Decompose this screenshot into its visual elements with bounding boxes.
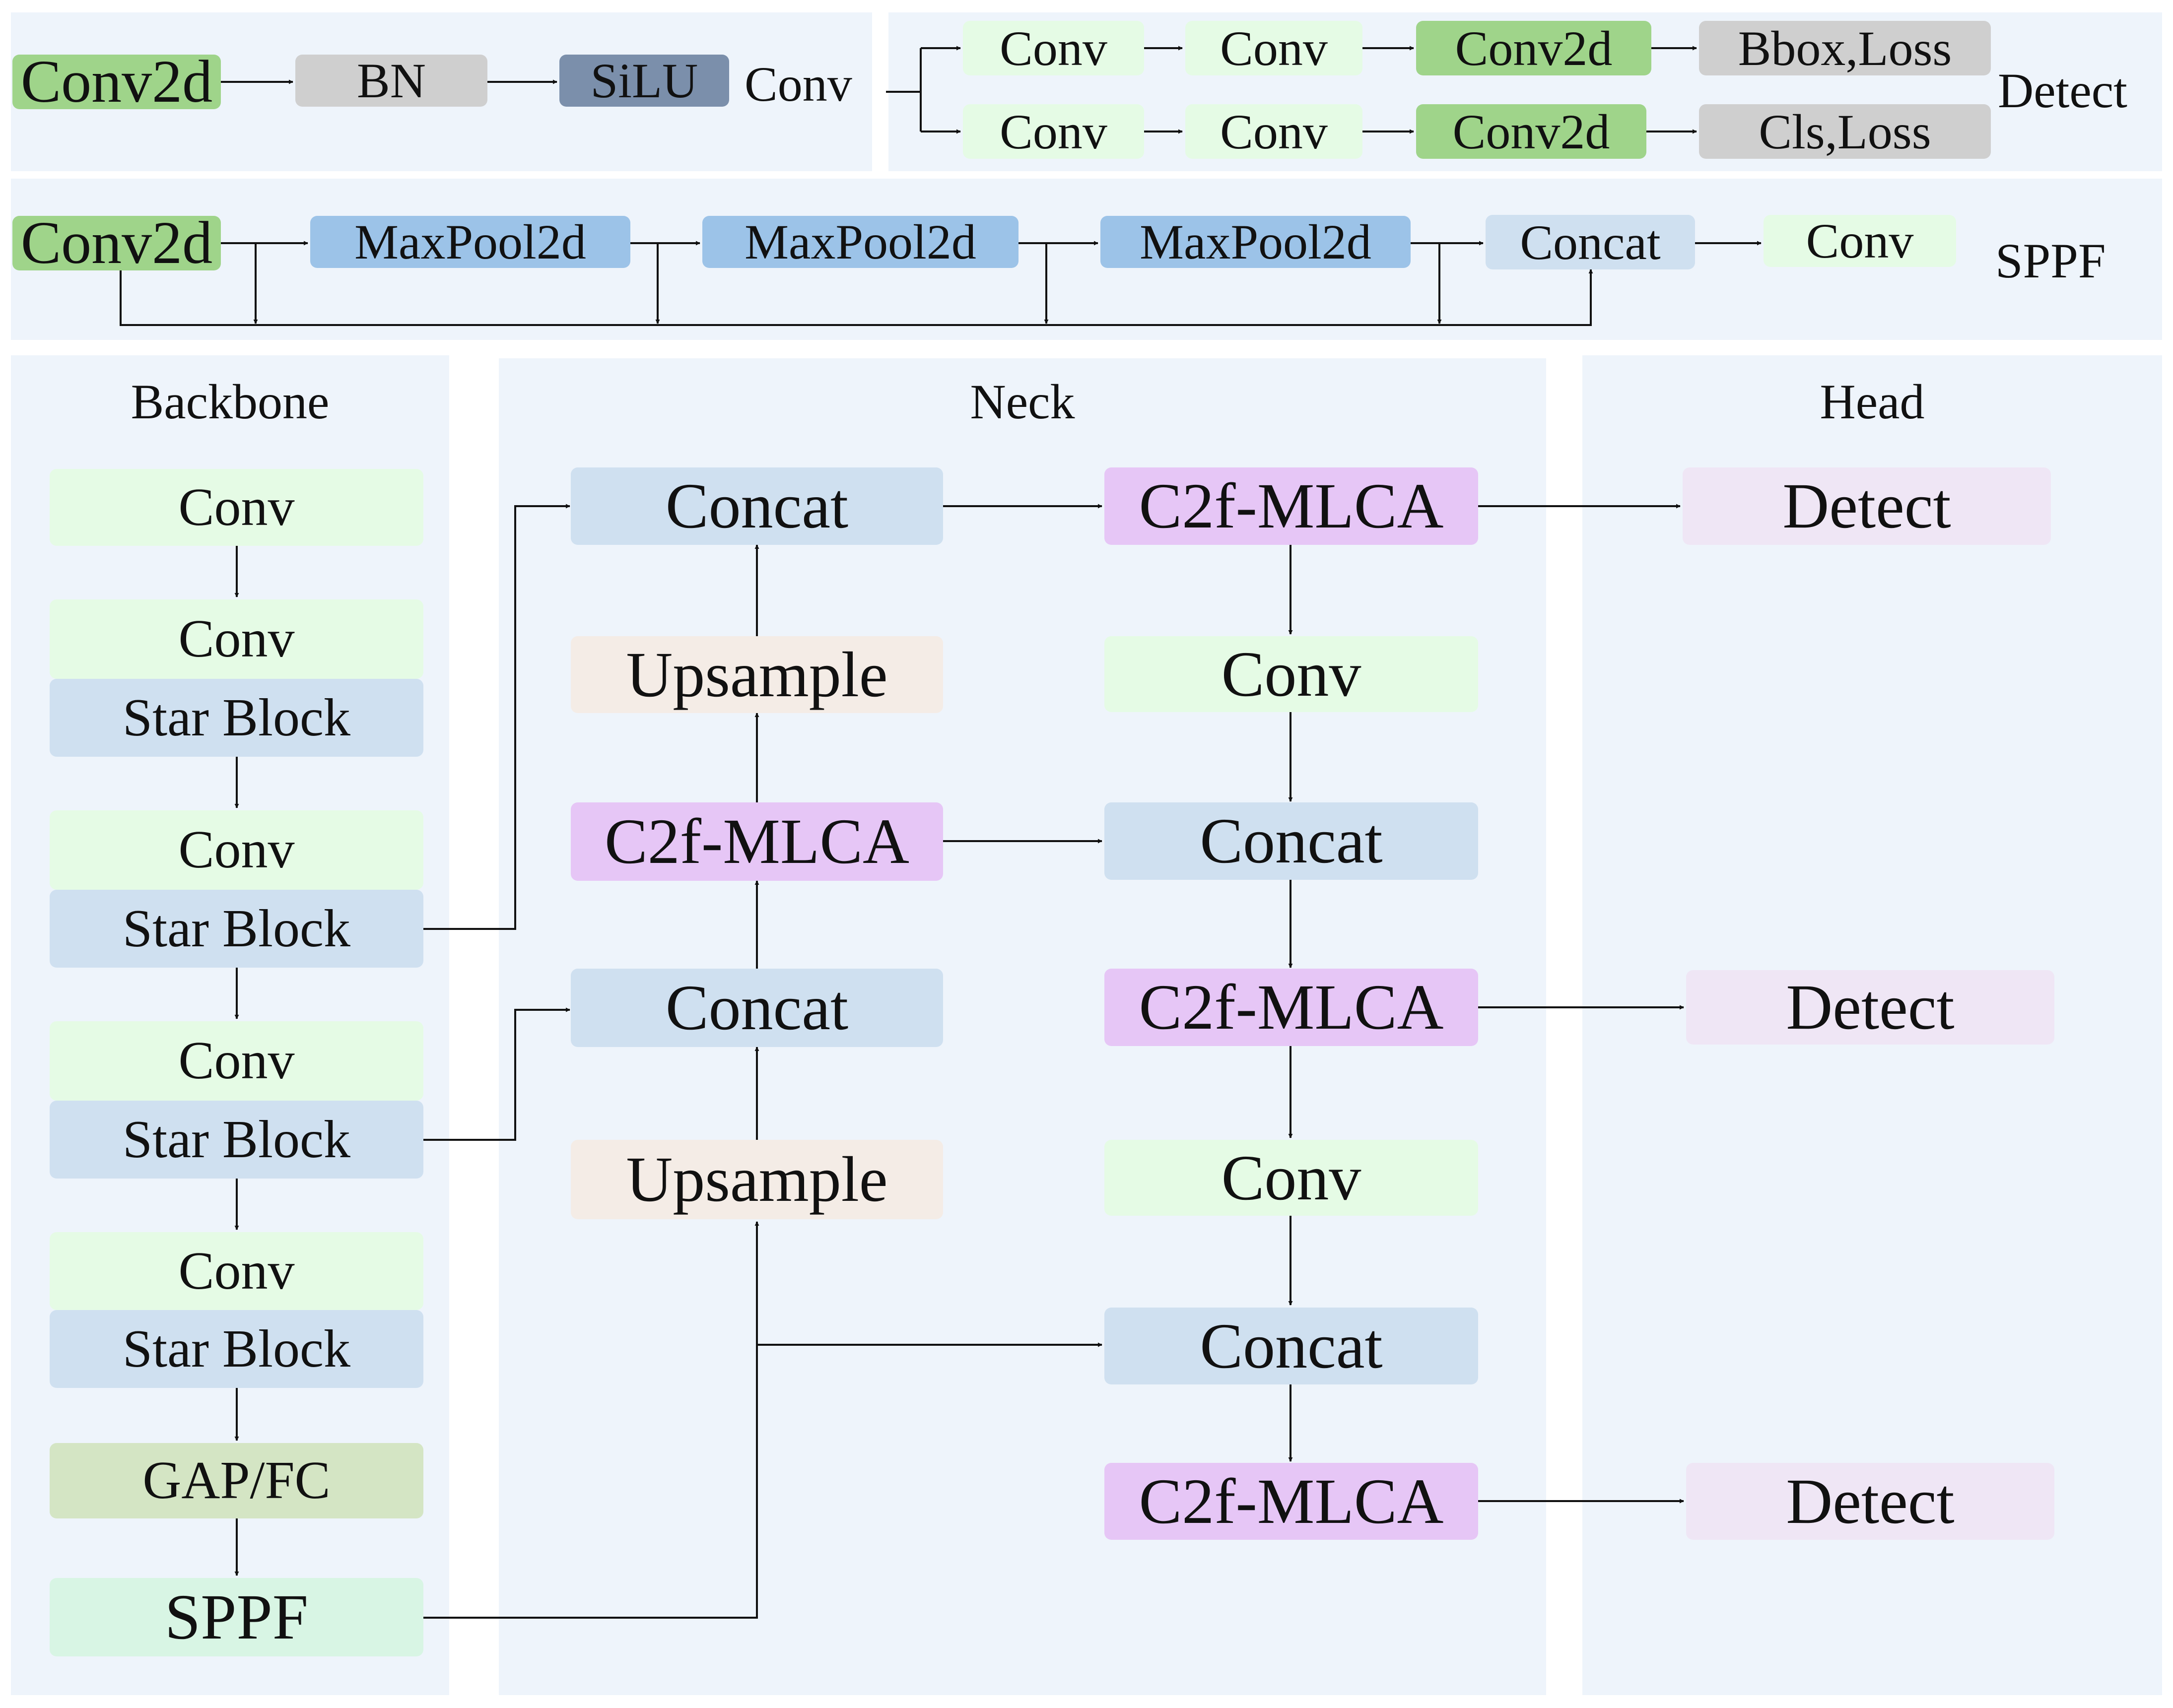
backbone-conv-4: Conv (50, 1021, 423, 1101)
neck-c2f-mlca-2: C2f-MLCA (1104, 969, 1478, 1046)
detect-row1-conv2d: Conv2d (1416, 21, 1651, 76)
backbone-star-block-1: Star Block (50, 679, 423, 757)
head-title: Head (1820, 374, 1925, 429)
neck-concat-1: Concat (571, 467, 943, 545)
silu-block: SiLU (559, 53, 729, 108)
head-detect-3: Detect (1686, 1463, 2054, 1540)
backbone-sppf: SPPF (50, 1578, 423, 1656)
maxpool-block-3: MaxPool2d (1100, 214, 1411, 269)
backbone-gap-fc: GAP/FC (50, 1443, 423, 1518)
neck-upsample-2: Upsample (571, 1140, 943, 1219)
detect-module-title: Detect (1998, 63, 2127, 118)
bn-block: BN (295, 53, 487, 108)
backbone-title: Backbone (131, 374, 330, 429)
conv-module-title: Conv (745, 57, 852, 112)
backbone-conv-3: Conv (50, 810, 423, 890)
detect-row1-conv-a: Conv (963, 21, 1144, 76)
head-detect-1: Detect (1683, 467, 2051, 545)
detect-row2-conv-a: Conv (963, 104, 1144, 159)
detect-row1-conv-b: Conv (1185, 21, 1362, 76)
neck-title: Neck (970, 374, 1075, 429)
cls-loss-block: Cls,Loss (1699, 104, 1991, 159)
neck-c2f-mlca-1: C2f-MLCA (1104, 467, 1478, 545)
neck-c2f-mlca-3: C2f-MLCA (1104, 1463, 1478, 1540)
sppf-concat-block: Concat (1486, 215, 1695, 270)
backbone-conv-5: Conv (50, 1232, 423, 1310)
neck-concat-2: Concat (571, 969, 943, 1047)
maxpool-block-2: MaxPool2d (702, 214, 1019, 269)
backbone-conv-2: Conv (50, 599, 423, 679)
neck-upsample-1: Upsample (571, 636, 943, 713)
sppf-module-title: SPPF (1995, 233, 2106, 288)
neck-concat-3: Concat (1104, 802, 1478, 880)
backbone-star-block-3: Star Block (50, 1101, 423, 1179)
sppf-conv2d-block: Conv2d (12, 209, 221, 276)
neck-conv-1: Conv (1104, 636, 1478, 712)
backbone-star-block-2: Star Block (50, 890, 423, 968)
neck-conv-2: Conv (1104, 1140, 1478, 1216)
head-detect-2: Detect (1686, 970, 2054, 1045)
backbone-star-block-4: Star Block (50, 1310, 423, 1388)
detect-row2-conv2d: Conv2d (1416, 104, 1646, 159)
conv2d-block: Conv2d (12, 48, 221, 115)
neck-concat-4: Concat (1104, 1308, 1478, 1384)
backbone-conv-1: Conv (50, 469, 423, 546)
sppf-conv-block: Conv (1764, 213, 1956, 268)
neck-c2f-mlca-left: C2f-MLCA (571, 802, 943, 881)
detect-row2-conv-b: Conv (1185, 104, 1362, 159)
maxpool-block-1: MaxPool2d (310, 214, 630, 269)
bbox-loss-block: Bbox,Loss (1699, 21, 1991, 76)
